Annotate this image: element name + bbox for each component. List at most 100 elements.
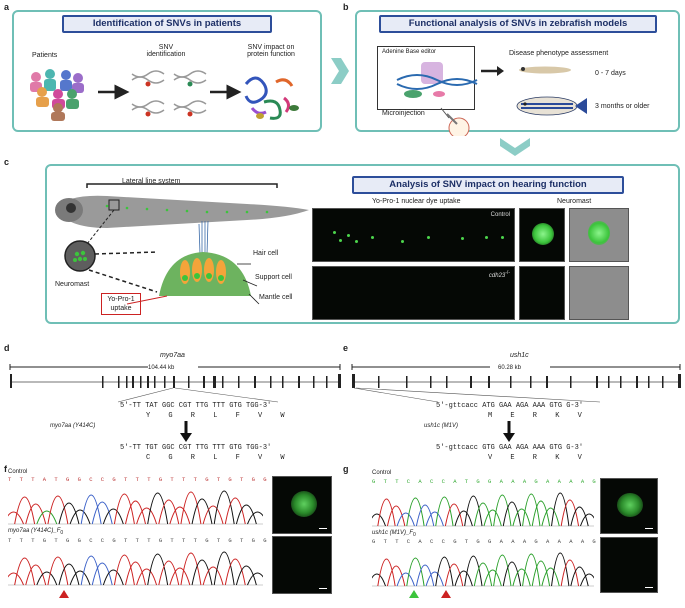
trace-peak <box>47 556 69 586</box>
myo7aa-gene-label: myo7aa <box>160 352 185 359</box>
trace-peak <box>435 496 454 527</box>
f-mutant-label-text: myo7aa (Y414C)_F <box>8 528 61 534</box>
trace-peak <box>531 560 551 587</box>
myo7aa-wt-seq: 5'-TT TAT GGC CGT TTG TTT GTG TGG-3' <box>120 402 272 410</box>
trace-peak <box>377 498 396 527</box>
trace-peak <box>136 568 158 586</box>
mutant-neuromast-fluorescence <box>519 266 565 320</box>
mutant-neuromast-merge <box>569 266 629 320</box>
trace-peak <box>406 557 425 587</box>
days-label: 0 - 7 days <box>595 70 626 77</box>
trace-peak <box>522 553 541 587</box>
trace-peak <box>224 558 246 586</box>
arrow-down-icon-2 <box>503 421 515 442</box>
trace-peak <box>58 502 80 525</box>
snv-impact-label: SNV impact on protein function <box>247 44 295 58</box>
trace-peak <box>512 508 531 527</box>
g-control-chromatogram <box>372 492 594 527</box>
trace-peak <box>25 564 47 586</box>
trace-peak <box>158 499 180 525</box>
f-control-chromatogram <box>8 490 263 525</box>
panel-label-c: c <box>4 157 10 167</box>
green-marker-icon <box>409 590 419 598</box>
myo7aa-gene-structure <box>9 364 341 403</box>
trace-peak <box>444 563 464 587</box>
trace-peak <box>372 513 386 527</box>
ush1c-size-label: 60.28 kb <box>498 365 522 371</box>
trace-peak <box>125 500 146 525</box>
trace-peak <box>69 509 91 525</box>
trace-peak <box>512 568 531 587</box>
trace-peak <box>8 572 24 586</box>
trace-peak <box>580 573 594 587</box>
trace-peak <box>91 562 113 586</box>
trace-peak <box>560 559 580 587</box>
panel-label-f: f <box>4 464 7 474</box>
trace-peak <box>444 503 464 527</box>
trace-peak <box>247 572 263 586</box>
trace-peak <box>570 506 589 527</box>
f-mutant-bases: T T T G T G G C C G T T T G T T T G T G … <box>8 537 270 544</box>
abe-label: Adenine Base editor <box>382 49 437 55</box>
trace-peak <box>235 504 257 525</box>
trace-peak <box>113 554 135 586</box>
trace-peak <box>213 490 235 525</box>
control-label: Control <box>490 212 510 218</box>
f-mutant-fluorescence <box>272 536 332 594</box>
trace-peak <box>47 495 69 525</box>
ush1c-mut-aa: V E R K V <box>488 454 583 462</box>
zebrafish-illustration <box>516 66 587 116</box>
trace-peak <box>493 494 512 527</box>
trace-peak <box>570 566 589 587</box>
mutant-larva-image: cdh23-/- <box>312 266 515 320</box>
trace-peak <box>435 556 454 587</box>
panel-b-title: Functional analysis of SNVs in zebrafish… <box>379 15 657 33</box>
ush1c-variant-label: ush1c (M1V) <box>424 423 459 429</box>
trace-peak <box>377 558 396 587</box>
trace-peak <box>522 493 541 527</box>
trace-peak <box>69 570 91 586</box>
trace-peak <box>531 500 551 527</box>
trace-peak <box>580 513 594 527</box>
trace-peak <box>14 496 36 525</box>
disease-phenotype-label: Disease phenotype assessment <box>509 50 609 57</box>
trace-peak <box>102 508 124 525</box>
trace-peak <box>415 504 435 527</box>
trace-peak <box>483 569 502 587</box>
support-cell-label: Support cell <box>255 274 292 281</box>
panel-label-a: a <box>4 2 10 12</box>
g-mutant-bases: G T T C A C C G T G G A A A G A A A A G … <box>372 538 634 545</box>
chevron-right-icon <box>331 58 349 84</box>
trace-peak <box>473 502 493 527</box>
snv-identification-label: SNV identification <box>146 44 186 58</box>
trace-peak <box>102 569 124 586</box>
trace-peak <box>386 505 406 527</box>
trace-peak <box>502 561 522 587</box>
patients-label: Patients <box>32 52 58 59</box>
trace-peak <box>464 555 483 587</box>
control-larva-image: Control <box>312 208 515 262</box>
trace-peak <box>473 562 493 587</box>
trace-peak <box>191 498 213 525</box>
myo7aa-mut-aa: C G R L F V W <box>146 454 286 462</box>
myo7aa-variant-label: myo7aa (Y414C) <box>50 423 96 429</box>
f-control-label: Control <box>8 469 28 475</box>
g-control-bases: G T T C A C C A T G G A A A G A A A A G … <box>372 478 634 485</box>
trace-peak <box>560 499 580 527</box>
trace-peak <box>396 572 415 587</box>
arrow-right-icon <box>481 66 504 76</box>
myo7aa-wt-aa: Y G R L F V W <box>146 412 286 420</box>
trace-peak <box>169 506 191 525</box>
trace-peak <box>372 573 386 587</box>
trace-peak <box>386 565 406 587</box>
microinjection-label: Microinjection <box>382 110 425 117</box>
g-control-fluorescence <box>600 478 658 534</box>
g-mutant-label: ush1c (M1V)_F0 <box>372 530 416 539</box>
trace-peak <box>425 511 444 527</box>
trace-peak <box>551 492 570 527</box>
lateral-line-illustration <box>55 183 309 305</box>
panel-label-d: d <box>4 343 10 353</box>
ush1c-gene-structure <box>351 364 681 403</box>
trace-peak <box>425 571 444 587</box>
neuromast-column-label: Neuromast <box>557 198 592 205</box>
